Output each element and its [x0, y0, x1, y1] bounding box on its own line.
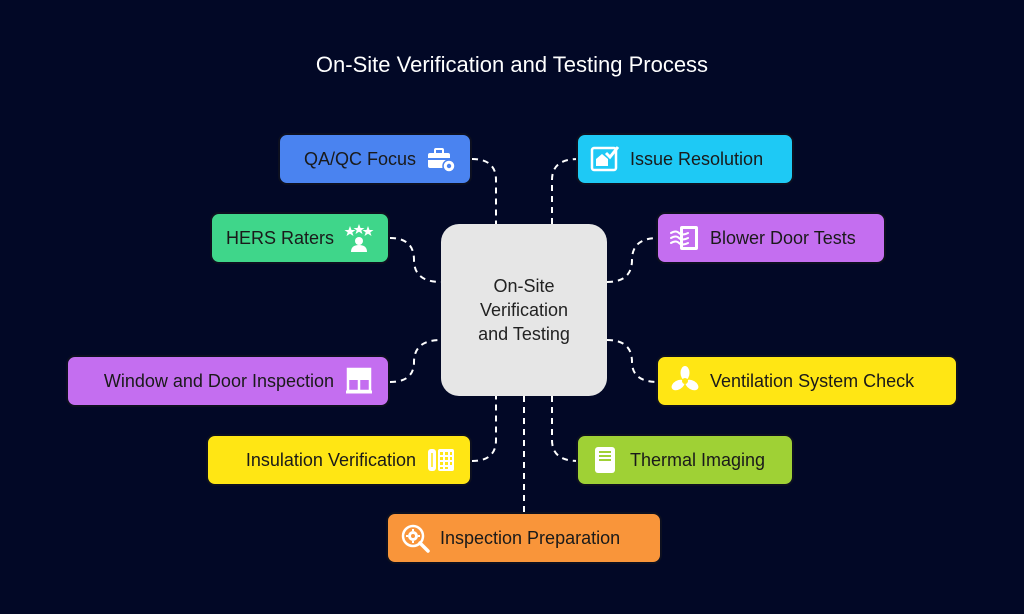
insulation-panel-icon [426, 445, 456, 475]
node-qa-qc-focus[interactable]: QA/QC Focus [278, 133, 472, 185]
house-check-icon [590, 144, 620, 174]
briefcase-gear-icon [426, 144, 456, 174]
center-topic: On-Site Verification and Testing [441, 224, 607, 396]
connector-blower [606, 237, 659, 283]
magnifier-gear-icon [400, 523, 430, 553]
node-label: QA/QC Focus [303, 148, 416, 169]
center-topic-label: On-Site Verification and Testing [478, 276, 570, 344]
node-label: Issue Resolution [630, 148, 764, 169]
window-icon [344, 366, 374, 396]
connector-thermal [551, 396, 579, 462]
node-issue-resolution[interactable]: Issue Resolution [576, 133, 794, 185]
node-label: HERS Raters [225, 227, 334, 248]
node-blower-door-tests[interactable]: Blower Door Tests [656, 212, 886, 264]
connector-hers [389, 237, 442, 283]
node-inspection-preparation[interactable]: Inspection Preparation [386, 512, 662, 564]
node-label: Window and Door Inspection [103, 370, 334, 391]
connector-qa-qc [471, 158, 497, 224]
node-hers-raters[interactable]: HERS Raters [210, 212, 390, 264]
connector-ventilation [606, 339, 659, 383]
node-label: Inspection Preparation [440, 527, 621, 548]
rated-person-icon [344, 223, 374, 253]
connector-insulation [471, 396, 497, 462]
node-label: Insulation Verification [245, 449, 416, 470]
fan-icon [670, 366, 700, 396]
thermal-camera-icon [590, 445, 620, 475]
node-insulation-verification[interactable]: Insulation Verification [206, 434, 472, 486]
node-label: Thermal Imaging [630, 449, 766, 470]
connector-window-door [389, 339, 442, 383]
node-window-door-inspection[interactable]: Window and Door Inspection [66, 355, 390, 407]
connector-issue [551, 158, 579, 224]
node-thermal-imaging[interactable]: Thermal Imaging [576, 434, 794, 486]
node-label: Ventilation System Check [710, 370, 915, 391]
node-label: Blower Door Tests [710, 227, 856, 248]
node-ventilation-system-check[interactable]: Ventilation System Check [656, 355, 958, 407]
page-title: On-Site Verification and Testing Process [315, 52, 709, 77]
airflow-door-icon [670, 223, 700, 253]
